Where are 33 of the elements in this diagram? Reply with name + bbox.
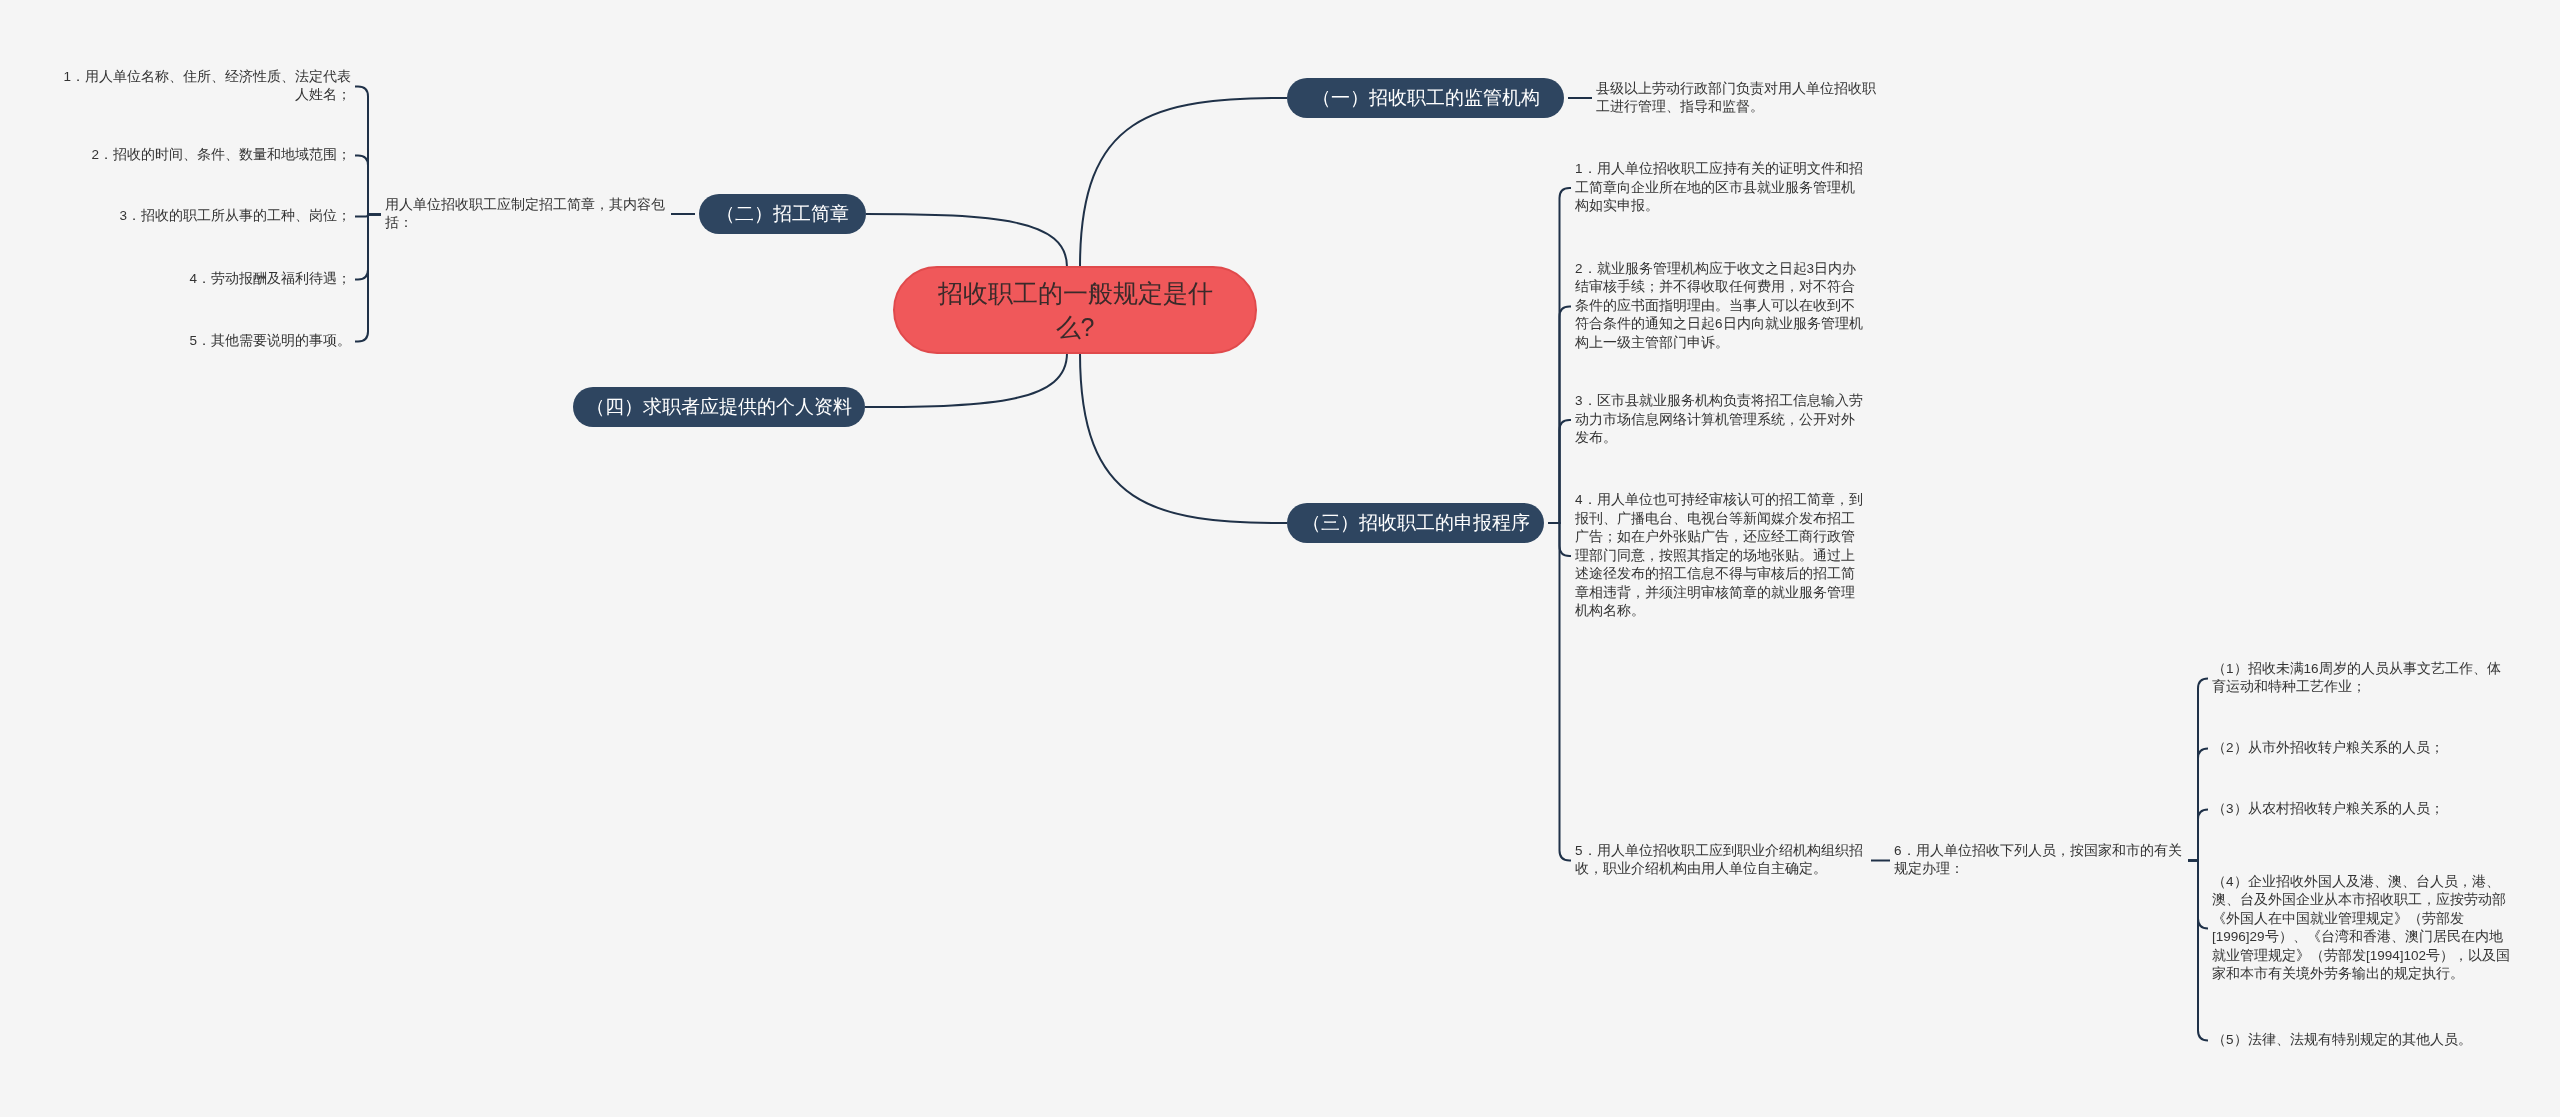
connector-line <box>1567 97 1593 99</box>
topic-pill: （二）招工简章 <box>699 194 866 234</box>
topic-text: 6．用人单位招收下列人员，按国家和市的有关规定办理： <box>1894 841 2184 879</box>
topic-text: （4）企业招收外国人及港、澳、台人员，港、澳、台及外国企业从本市招收职工，应按劳动部《外国人在中国就业管理规定》（劳部发[1996]29号）、《台湾和香港、澳门居民在内地就业管理规定》（劳部发[1994]102号），以及国家和本市有关境外劳务输出的规定执行。 <box>2212 872 2512 984</box>
topic-text: 3．区市县就业服务机构负责将招工信息输入劳动力市场信息网络计算机管理系统，公开对外发布。 <box>1575 392 1867 448</box>
topic-pill: （一）招收职工的监管机构 <box>1287 78 1564 118</box>
connector-line <box>1079 352 1288 524</box>
connector-line <box>354 213 382 343</box>
topic-text: 5．用人单位招收职工应到职业介绍机构组织招收，职业介绍机构由用人单位自主确定。 <box>1575 841 1867 879</box>
topic-text: （3）从农村招收转户粮关系的人员； <box>2212 799 2512 818</box>
topic-pill: （三）招收职工的申报程序 <box>1287 503 1544 543</box>
connector-line <box>865 213 1068 268</box>
topic-text: 县级以上劳动行政部门负责对用人单位招收职工进行管理、指导和监督。 <box>1596 79 1886 117</box>
connector-line <box>670 213 696 215</box>
topic-text: 1．用人单位名称、住所、经济性质、法定代表人姓名； <box>60 67 351 105</box>
topic-text: 1．用人单位招收职工应持有关的证明文件和招工简章向企业所在地的区市县就业服务管理机构如实申报。 <box>1575 160 1867 216</box>
connector-line <box>864 352 1068 408</box>
topic-text: （5）法律、法规有特别规定的其他人员。 <box>2212 1030 2512 1049</box>
topic-text: 5．其他需要说明的事项。 <box>60 331 351 350</box>
connector-line <box>2187 859 2209 1042</box>
topic-text: 2．招收的时间、条件、数量和地域范围； <box>60 145 351 164</box>
topic-text: 4．劳动报酬及福利待遇； <box>60 269 351 288</box>
central-topic: 招收职工的一般规定是什么? <box>893 266 1257 354</box>
connector-line <box>1547 522 1572 862</box>
topic-text: 用人单位招收职工应制定招工简章，其内容包括： <box>385 195 667 233</box>
topic-text: 4．用人单位也可持经审核认可的招工简章，到报刊、广播电台、电视台等新闻媒介发布招工广告；如在户外张贴广告，还应经工商行政管理部门同意，按照其指定的场地张贴。通过上述途径发布的招工信息不得与审核后的招工简章相违背，并须注明审核简章的就业服务管理机构名称。 <box>1575 491 1867 621</box>
topic-text: 3．招收的职工所从事的工种、岗位； <box>60 206 351 225</box>
topic-text: （1）招收未满16周岁的人员从事文艺工作、体育运动和特种工艺作业； <box>2212 659 2512 697</box>
topic-pill: （四）求职者应提供的个人资料 <box>573 387 865 427</box>
topic-text: （2）从市外招收转户粮关系的人员； <box>2212 738 2512 757</box>
topic-text: 2．就业服务管理机构应于收文之日起3日内办结审核手续；并不得收取任何费用，对不符合条件的应书面指明理由。当事人可以在收到不符合条件的通知之日起6日内向就业服务管理机构上一级主管部门申诉。 <box>1575 259 1867 352</box>
connector-line <box>1870 859 1891 862</box>
connector-line <box>1079 97 1288 268</box>
